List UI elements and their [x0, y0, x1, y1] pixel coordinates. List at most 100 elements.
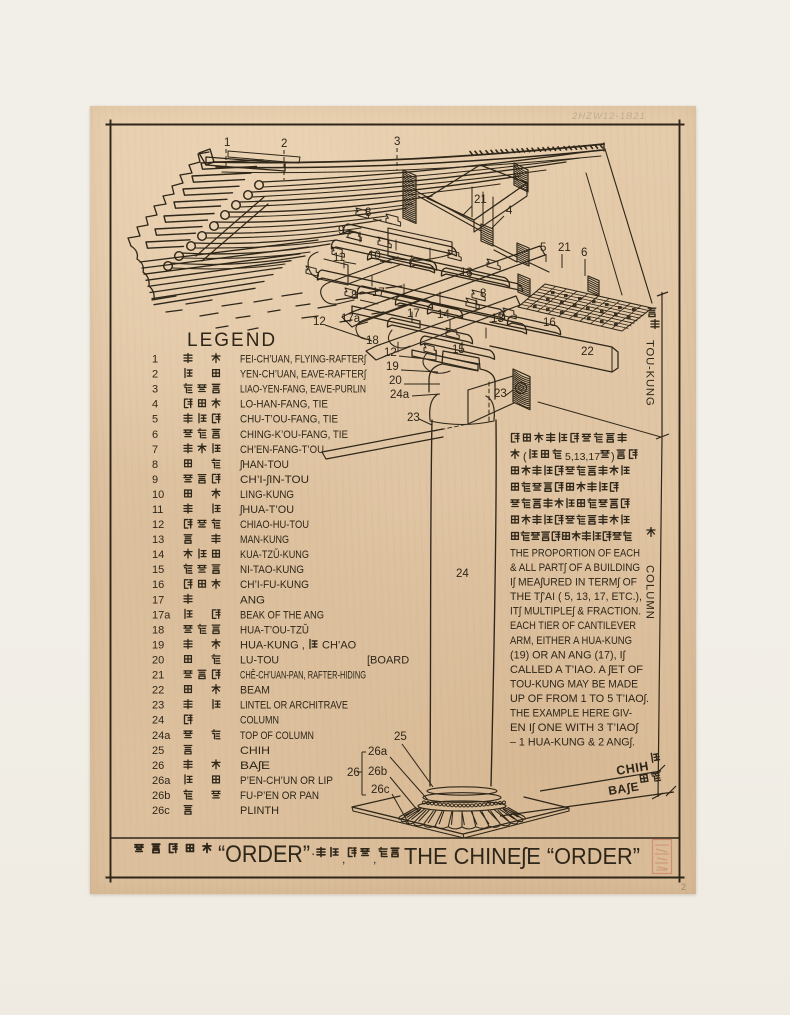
svg-text:26: 26	[347, 767, 360, 779]
svg-text:UP OF FROM 1 TO 5 T’IAOʃ.: UP OF FROM 1 TO 5 T’IAOʃ.	[510, 693, 649, 705]
svg-text:CH’I-ʃIN-TOU: CH’I-ʃIN-TOU	[240, 474, 309, 486]
svg-text:13: 13	[152, 534, 164, 546]
svg-text:12: 12	[313, 316, 326, 328]
svg-text:THE PROPORTION OF EACH: THE PROPORTION OF EACH	[510, 548, 640, 560]
svg-text:17a: 17a	[341, 313, 361, 325]
svg-text:ʃHAN-TOU: ʃHAN-TOU	[239, 459, 289, 471]
svg-text:10: 10	[152, 489, 164, 501]
svg-text:18: 18	[366, 335, 379, 347]
svg-text:FU-P’EN OR PAN: FU-P’EN OR PAN	[240, 790, 319, 802]
svg-text:17: 17	[372, 287, 385, 299]
svg-text:3: 3	[394, 136, 400, 148]
svg-text:17: 17	[407, 308, 420, 320]
svg-text:CALLED A T’IAO. A ʃET OF: CALLED A T’IAO. A ʃET OF	[510, 664, 643, 676]
svg-text:5: 5	[540, 242, 546, 254]
svg-text:23: 23	[494, 388, 507, 400]
svg-text:25: 25	[152, 745, 164, 757]
svg-text:CH’AO: CH’AO	[322, 640, 357, 652]
svg-text:ARM, EITHER A HUA-KUNG: ARM, EITHER A HUA-KUNG	[510, 635, 632, 647]
svg-text:CHIH: CHIH	[240, 745, 270, 757]
svg-text:NI-TAO-KUNG: NI-TAO-KUNG	[240, 564, 304, 576]
svg-text:26b: 26b	[152, 790, 170, 802]
svg-text:15: 15	[152, 564, 164, 576]
svg-text:8: 8	[152, 459, 158, 471]
svg-text:8: 8	[351, 290, 357, 302]
svg-text:13: 13	[460, 267, 473, 279]
svg-text:TOU-KUNG: TOU-KUNG	[644, 340, 656, 406]
svg-text:24a: 24a	[390, 389, 410, 401]
svg-text:3: 3	[152, 384, 158, 396]
svg-text:[BOARD: [BOARD	[367, 655, 409, 667]
svg-text:16: 16	[543, 317, 556, 329]
svg-text:BAʃE: BAʃE	[240, 760, 270, 772]
svg-text:“ORDER”: “ORDER”	[218, 841, 310, 868]
svg-text:(19) OR AN ANG (17), Iʃ: (19) OR AN ANG (17), Iʃ	[510, 649, 627, 661]
svg-text:CHU-T’OU-FANG, TIE: CHU-T’OU-FANG, TIE	[240, 414, 338, 426]
svg-text:CHÊ-CH’UAN-PAN, RAFTER-HIDING: CHÊ-CH’UAN-PAN, RAFTER-HIDING	[240, 669, 366, 682]
svg-text:12: 12	[152, 519, 164, 531]
svg-text:& ALL PARTʃ OF A BUILDING: & ALL PARTʃ OF A BUILDING	[510, 562, 640, 574]
svg-text:22: 22	[152, 685, 164, 697]
svg-text:26c: 26c	[152, 805, 170, 817]
svg-text:12: 12	[384, 347, 397, 359]
svg-text:ITʃ MULTIPLEʃ & FRACTION.: ITʃ MULTIPLEʃ & FRACTION.	[510, 606, 641, 618]
svg-text:LU-TOU: LU-TOU	[240, 655, 279, 667]
svg-text:11: 11	[333, 252, 345, 264]
svg-text:P’EN-CH’UN OR LIP: P’EN-CH’UN OR LIP	[240, 775, 333, 787]
svg-text:MAN-KUNG: MAN-KUNG	[240, 534, 289, 546]
svg-text:10: 10	[368, 250, 381, 262]
svg-text:2: 2	[681, 882, 686, 892]
svg-text:26c: 26c	[371, 784, 390, 796]
svg-text:21: 21	[474, 194, 487, 206]
svg-text:22: 22	[581, 346, 594, 358]
svg-text:6: 6	[152, 429, 158, 441]
svg-text:ʃHUA-T’OU: ʃHUA-T’OU	[239, 504, 294, 516]
svg-text:17: 17	[152, 594, 164, 606]
svg-text:FEI-CH’UAN, FLYING-RAFTERʃ: FEI-CH’UAN, FLYING-RAFTERʃ	[240, 354, 367, 366]
svg-text:1: 1	[224, 137, 230, 149]
svg-text:23: 23	[152, 700, 164, 712]
svg-text:YEN-CH’UAN, EAVE-RAFTERʃ: YEN-CH’UAN, EAVE-RAFTERʃ	[240, 369, 367, 381]
svg-text:CHIAO-HU-TOU: CHIAO-HU-TOU	[240, 519, 309, 531]
svg-text:LINTEL OR ARCHITRAVE: LINTEL OR ARCHITRAVE	[240, 700, 348, 712]
svg-text:19: 19	[386, 361, 399, 373]
svg-text:20: 20	[152, 655, 164, 667]
svg-text:2: 2	[281, 138, 287, 150]
svg-text:19: 19	[152, 640, 164, 652]
svg-text:13: 13	[491, 313, 504, 325]
svg-text:BEAM: BEAM	[240, 685, 270, 697]
svg-text:20: 20	[389, 375, 402, 387]
svg-text:4: 4	[506, 205, 513, 217]
svg-text:HUA-KUNG ,: HUA-KUNG ,	[240, 640, 305, 652]
svg-text:21: 21	[558, 242, 571, 254]
svg-text:EACH TIER OF CANTILEVER: EACH TIER OF CANTILEVER	[510, 620, 636, 632]
svg-text:THE EXAMPLE HERE GIV-: THE EXAMPLE HERE GIV-	[510, 708, 632, 720]
svg-text:,: ,	[373, 852, 376, 866]
svg-text:8: 8	[365, 207, 371, 219]
svg-text:5: 5	[152, 414, 158, 426]
svg-text:6: 6	[581, 247, 587, 259]
svg-text:(: (	[523, 451, 527, 463]
svg-text:BAʃE: BAʃE	[607, 779, 640, 798]
svg-text:16: 16	[152, 579, 164, 591]
svg-text:7: 7	[152, 444, 158, 456]
svg-text:4: 4	[152, 399, 158, 411]
svg-text:9: 9	[152, 474, 158, 486]
svg-text:14: 14	[152, 549, 164, 561]
svg-text:CHING-K’OU-FANG, TIE: CHING-K’OU-FANG, TIE	[240, 429, 348, 441]
svg-text:– 1 HUA-KUNG & 2 ANGʃ.: – 1 HUA-KUNG & 2 ANGʃ.	[510, 737, 635, 749]
svg-text:CHIH: CHIH	[615, 759, 650, 778]
svg-text:LIAO-YEN-FANG, EAVE-PURLIN: LIAO-YEN-FANG, EAVE-PURLIN	[240, 384, 366, 396]
svg-text:LEGEND: LEGEND	[187, 330, 277, 351]
svg-text:26a: 26a	[152, 775, 171, 787]
svg-text:,: ,	[342, 852, 345, 866]
svg-text:1: 1	[152, 354, 158, 366]
svg-text:17a: 17a	[152, 609, 171, 621]
svg-text:9: 9	[338, 225, 344, 237]
svg-text:TOU-KUNG MAY BE MADE: TOU-KUNG MAY BE MADE	[510, 679, 638, 691]
svg-text:14: 14	[437, 309, 450, 321]
svg-text:): )	[611, 451, 615, 463]
svg-text:Iʃ MEAʃURED IN TERMʃ OF: Iʃ MEAʃURED IN TERMʃ OF	[510, 577, 637, 589]
svg-text:23: 23	[407, 412, 420, 424]
svg-text:18: 18	[152, 624, 164, 636]
